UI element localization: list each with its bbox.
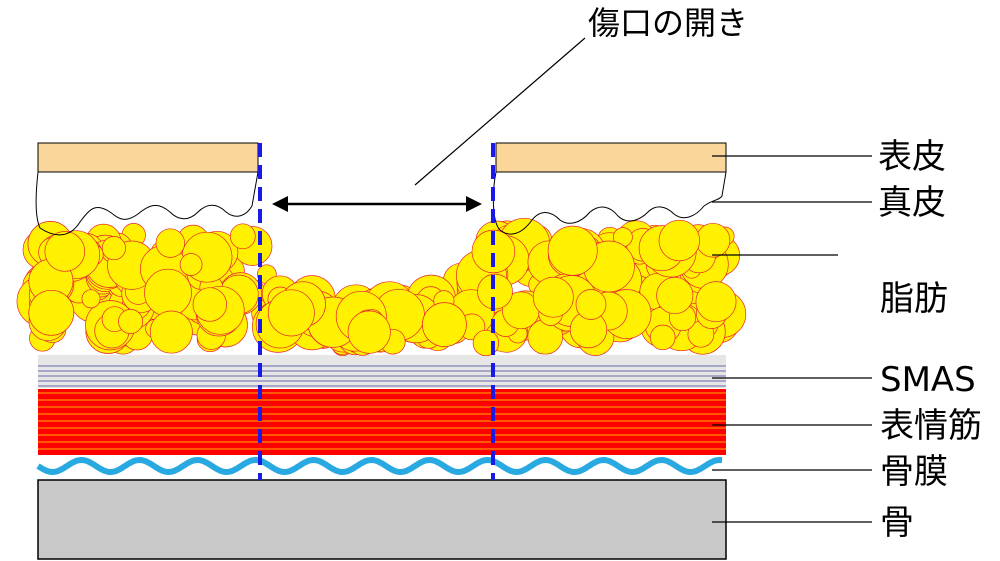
label-epidermis: 表皮 xyxy=(878,137,946,177)
periosteum-layer xyxy=(36,456,723,476)
leader-lines xyxy=(414,37,872,523)
opening-arrow-icon xyxy=(272,196,482,212)
label-wound-opening: 傷口の開き xyxy=(588,4,748,42)
label-periosteum: 骨膜 xyxy=(880,452,948,492)
bone-layer xyxy=(37,479,727,560)
label-bone: 骨 xyxy=(880,503,914,543)
label-smas: SMAS xyxy=(880,360,976,400)
smas-layer xyxy=(38,355,726,388)
dermis-layer xyxy=(35,171,727,236)
label-fat: 脂肪 xyxy=(880,279,948,319)
fat-layer xyxy=(16,217,747,357)
muscle-layer xyxy=(38,389,726,455)
label-muscle: 表情筋 xyxy=(880,406,982,446)
epidermis-layer xyxy=(37,142,727,173)
label-dermis: 真皮 xyxy=(878,183,946,223)
